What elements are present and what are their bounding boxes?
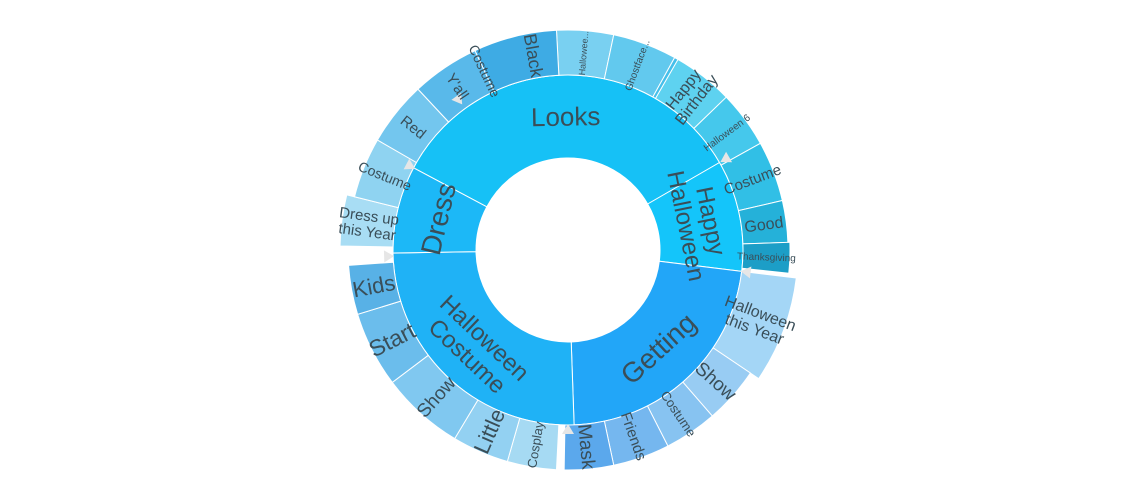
- outer-label-good: Good: [743, 214, 784, 236]
- gap-marker: [740, 266, 752, 279]
- outer-ring: [339, 29, 797, 471]
- outer-segment-dress-blank-4[interactable]: [474, 29, 560, 93]
- gap-marker: [562, 424, 574, 434]
- gap-marker: [451, 92, 463, 105]
- gap-marker: [383, 250, 395, 263]
- outer-label-mask: Mask: [573, 423, 598, 471]
- gap-marker: [403, 158, 416, 170]
- outer-label-hallowee: Hallowee...: [577, 31, 590, 76]
- inner-ring: [392, 74, 744, 426]
- outer-segment-happy-halloween-thanksgiving[interactable]: [741, 241, 791, 274]
- outer-label-thanksgiving: Thanksgiving: [737, 251, 796, 264]
- inner-label-looks: Looks: [531, 101, 601, 132]
- outer-label-dress-up-this-year: Dress upthis Year: [336, 204, 400, 244]
- outer-segment-getting-mask[interactable]: [563, 420, 615, 471]
- outer-segment-halloween-costume-kids[interactable]: [348, 261, 402, 315]
- gap-marker: [720, 151, 733, 163]
